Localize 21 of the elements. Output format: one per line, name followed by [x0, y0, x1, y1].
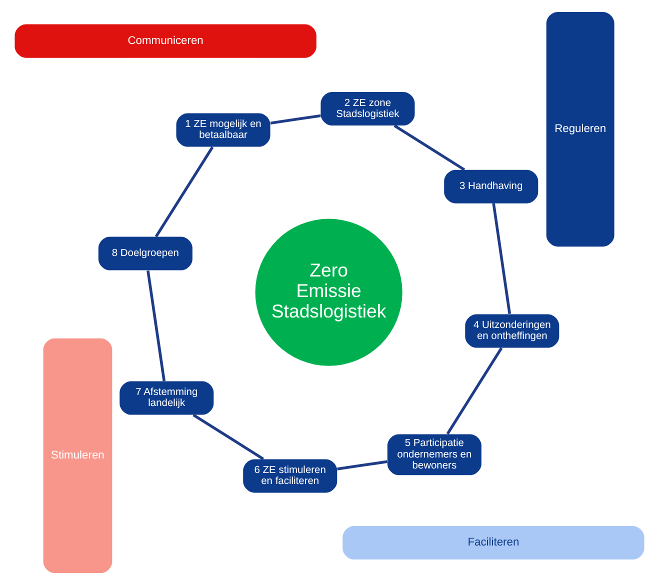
connector [394, 124, 466, 171]
node-circle: Zero Emissie Stadslogistiek [255, 218, 402, 366]
node-box: Reguleren [546, 12, 614, 247]
connector [146, 270, 166, 382]
node-box: 7 Afstemming landelijk [120, 381, 214, 415]
node-box: 4 Uitzonderingen en ontheffingen [465, 314, 560, 348]
node-box: Communiceren [14, 24, 316, 58]
node-box: 2 ZE zone Stadslogistiek [320, 92, 415, 126]
connector [154, 146, 214, 238]
connector [192, 414, 264, 460]
connector [270, 114, 321, 124]
node-box: Faciliteren [342, 526, 644, 560]
node-box: Stimuleren [43, 338, 112, 574]
node-box: 5 Participatie ondernemers en bewoners [387, 434, 482, 476]
connector [337, 460, 388, 470]
connector [446, 347, 503, 435]
connector [492, 203, 512, 314]
node-box: 6 ZE stimuleren en faciliteren [243, 459, 338, 493]
node-box: 3 Handhaving [444, 170, 538, 204]
node-box: 8 Doelgroepen [98, 236, 192, 270]
node-box: 1 ZE mogelijk en betaalbaar [176, 113, 270, 147]
